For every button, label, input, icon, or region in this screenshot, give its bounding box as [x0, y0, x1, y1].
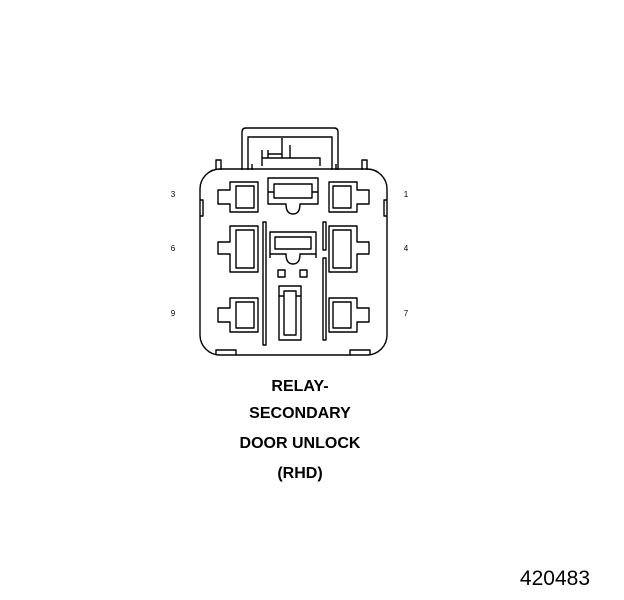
caption-line-3: DOOR UNLOCK — [239, 435, 361, 452]
cavity-pin-4 — [328, 225, 370, 273]
cavity-pin-9 — [217, 297, 259, 333]
figure-number: 420483 — [519, 567, 590, 590]
center-square-left — [277, 269, 286, 278]
cavity-center-middle — [269, 231, 317, 265]
center-divider-left — [262, 221, 267, 346]
cavity-pin-1 — [328, 181, 370, 213]
center-divider-right-lower — [322, 257, 327, 341]
caption-line-1: RELAY- — [271, 378, 329, 395]
pin-label-3: 3 — [170, 190, 176, 199]
pin-label-6: 6 — [170, 244, 176, 253]
cavity-center-bottom — [278, 285, 302, 341]
pin-label-7: 7 — [403, 309, 409, 318]
pin-label-1: 1 — [403, 190, 409, 199]
connector-housing — [199, 168, 388, 356]
connector-bottom-feet — [215, 349, 371, 355]
center-square-right — [299, 269, 308, 278]
cavity-pin-6 — [217, 225, 259, 273]
pin-label-9: 9 — [170, 309, 176, 318]
connector-top-latch — [241, 127, 339, 170]
cavity-pin-3 — [217, 181, 259, 213]
center-divider-right — [322, 221, 327, 251]
connector-side-ribs — [200, 199, 387, 217]
caption-line-4: (RHD) — [277, 465, 323, 482]
pin-label-4: 4 — [403, 244, 409, 253]
caption-line-2: SECONDARY — [249, 405, 351, 422]
cavity-center-top — [267, 177, 319, 215]
cavity-pin-7 — [328, 297, 370, 333]
